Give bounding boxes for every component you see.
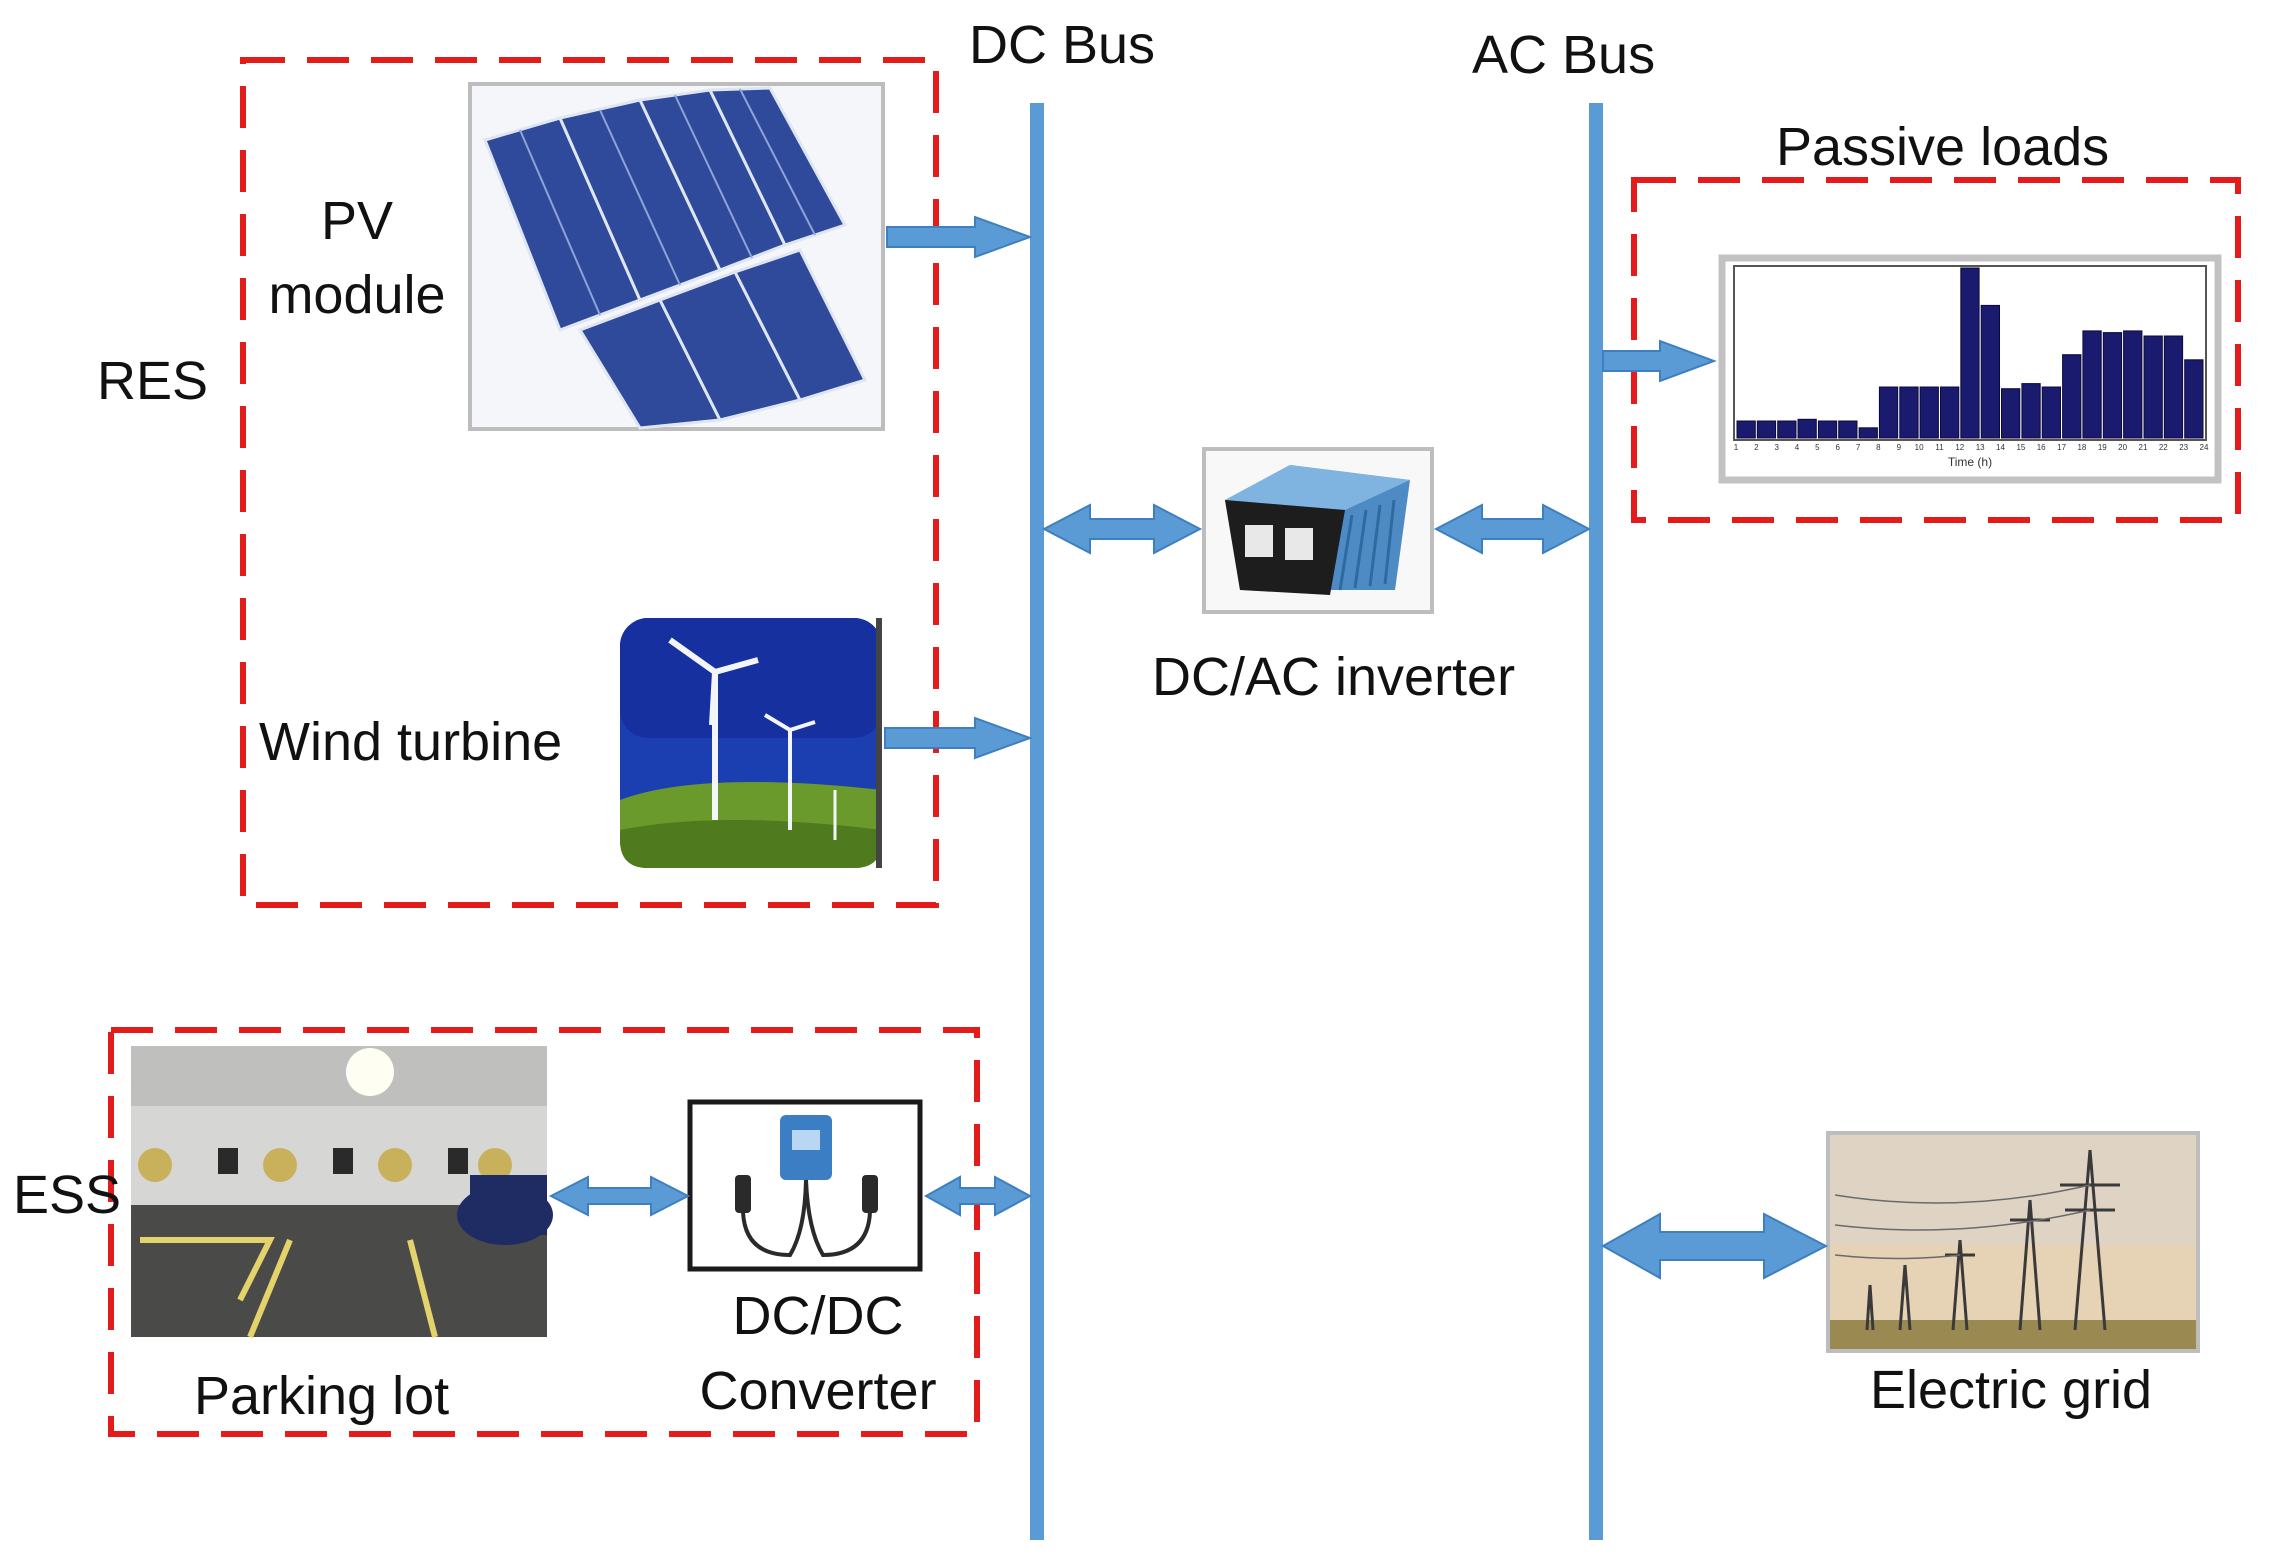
dc-ac-inverter-image [1202, 447, 1434, 614]
dc-ac-inverter-label: DC/AC inverter [1152, 647, 1516, 707]
load-bar [1817, 420, 1838, 439]
load-bar [1858, 427, 1878, 439]
res-dashed-box [240, 57, 939, 908]
dc-bus-label: DC Bus [969, 15, 1156, 75]
load-bar [2184, 359, 2204, 439]
load-bar [1940, 386, 1960, 439]
load-bar [1777, 420, 1797, 439]
load-x-tick-label: 3 [1774, 443, 1779, 452]
load-bar [1919, 386, 1939, 439]
ac-bus-line [1589, 103, 1603, 1540]
load-x-tick-label: 9 [1897, 443, 1902, 452]
ac-bus-label: AC Bus [1472, 25, 1656, 85]
load-x-tick-label: 18 [2077, 443, 2086, 452]
wind-turbine-label: Wind turbine [259, 712, 563, 772]
load-bar [2102, 332, 2123, 439]
parking-lot-label: Parking lot [194, 1366, 450, 1426]
electric-grid-image [1826, 1131, 2200, 1353]
dc-dc-converter-label-line2: Converter [699, 1361, 937, 1421]
load-bar [2143, 335, 2163, 439]
load-x-tick-label: 4 [1795, 443, 1800, 452]
load-x-tick-label: 12 [1955, 443, 1964, 452]
load-x-tick-label: 17 [2057, 443, 2066, 452]
load-x-tick-label: 14 [1996, 443, 2005, 452]
load-bar [2123, 330, 2143, 439]
load-x-tick-label: 21 [2139, 443, 2148, 452]
load-x-tick-label: 20 [2118, 443, 2127, 452]
load-bar [2062, 354, 2082, 439]
ess-label: ESS [13, 1165, 122, 1225]
ess-dashed-box [108, 1027, 980, 1437]
passive-loads-dashed-box [1631, 177, 2241, 523]
load-bar [1797, 418, 1817, 439]
res-label: RES [97, 351, 209, 411]
load-bar [2021, 383, 2041, 439]
load-bar [1878, 386, 1899, 439]
pv-module-image [468, 82, 885, 431]
dc-dc-converter-image [687, 1099, 923, 1272]
pv-module-label-line2: module [268, 265, 446, 325]
load-bar [2001, 388, 2021, 439]
load-bar [1980, 304, 2000, 439]
load-bar [1899, 386, 1919, 439]
load-x-tick-label: 23 [2179, 443, 2188, 452]
load-bar [1736, 420, 1756, 439]
dcbus-inverter-arrow [1041, 503, 1203, 555]
inverter-acbus-arrow [1433, 503, 1592, 555]
pv-module-label-line1: PV [320, 191, 394, 251]
load-bar [1960, 267, 1980, 439]
load-chart-xlabel: Time (h) [1948, 455, 1992, 469]
load-x-tick-label: 13 [1976, 443, 1985, 452]
pv-to-dcbus-arrow [886, 215, 1033, 259]
dc-bus-line [1030, 103, 1044, 1540]
load-bar [2163, 335, 2184, 439]
load-x-tick-label: 8 [1876, 443, 1881, 452]
load-bar [2041, 386, 2061, 439]
load-x-tick-label: 22 [2159, 443, 2168, 452]
wind-to-dcbus-arrow [884, 716, 1033, 760]
dc-dc-converter-label-line1: DC/DC [732, 1286, 904, 1346]
load-x-tick-label: 6 [1835, 443, 1840, 452]
load-x-tick-label: 2 [1754, 443, 1759, 452]
load-x-tick-label: 11 [1935, 443, 1944, 452]
load-x-tick-label: 16 [2037, 443, 2046, 452]
load-x-tick-label: 24 [2200, 443, 2209, 452]
electric-grid-label: Electric grid [1870, 1360, 2153, 1420]
wind-turbine-image [620, 618, 882, 868]
load-x-tick-label: 7 [1856, 443, 1861, 452]
load-bar [1838, 420, 1858, 439]
load-x-tick-label: 5 [1815, 443, 1820, 452]
parking-converter-arrow [548, 1175, 691, 1217]
load-bar [1756, 420, 1777, 439]
load-bar [2082, 330, 2102, 439]
load-x-tick-label: 10 [1915, 443, 1924, 452]
load-x-tick-label: 19 [2098, 443, 2107, 452]
passive-loads-label: Passive loads [1776, 117, 2110, 177]
acbus-to-loads-arrow [1602, 339, 1717, 383]
load-x-tick-label: 15 [2016, 443, 2025, 452]
acbus-grid-arrow [1600, 1212, 1829, 1280]
converter-dcbus-arrow [923, 1175, 1033, 1217]
load-x-tick-label: 1 [1734, 443, 1739, 452]
parking-lot-image [131, 1046, 553, 1339]
